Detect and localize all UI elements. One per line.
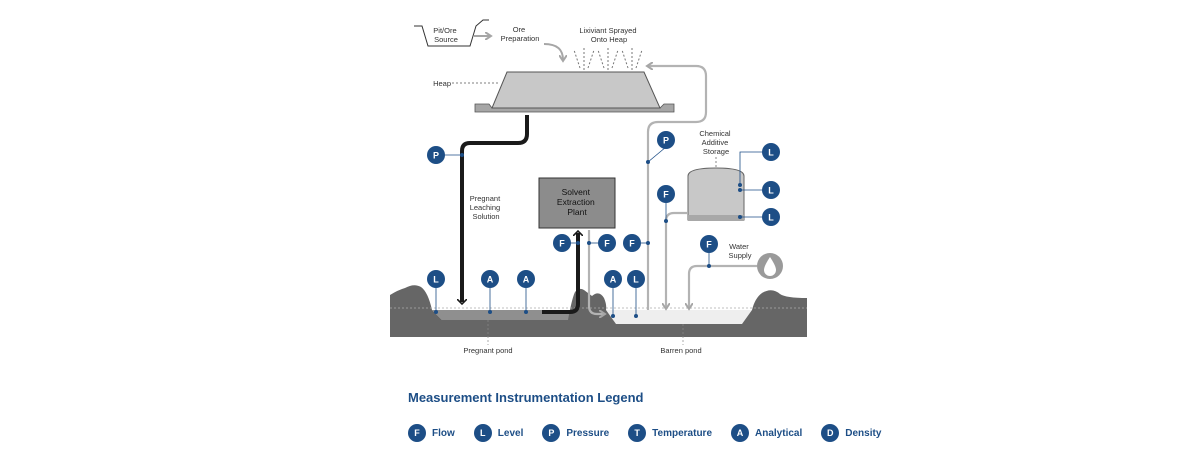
barren-pond-water [606,310,752,324]
svg-text:A: A [610,275,617,285]
arrow-to-heap [543,43,563,60]
legend: F Flow L Level P Pressure T Temperature … [408,424,900,442]
sx-plant-label: Solvent Extraction Plant [557,187,597,217]
instrument-badge-level-chem-bottom: L [762,208,780,226]
svg-text:L: L [433,275,439,285]
svg-text:A: A [523,275,530,285]
instrument-badge-flow-chemical: F [657,185,675,203]
lixiviant-label: Lixiviant Sprayed Onto Heap [579,26,638,44]
svg-text:L: L [633,275,639,285]
chemical-tank-base [688,215,744,221]
svg-text:P: P [663,136,669,146]
sprayer-nozzles [573,48,643,70]
legend-badge-density: D [821,424,840,442]
sx-plant-box [538,177,616,229]
chemical-tank [687,167,745,221]
water-supply-pipe [689,264,757,308]
heap-body [491,71,661,109]
svg-text:F: F [706,240,712,250]
legend-label-analytical: Analytical [755,427,803,439]
instrument-badge-pressure-return: P [657,131,675,149]
instrument-leaders [435,146,763,316]
ground [390,285,807,337]
svg-text:L: L [768,148,774,158]
legend-label-pressure: Pressure [566,427,610,439]
legend-badge-analytical: A [731,424,750,442]
legend-badge-temperature: T [628,424,647,442]
sx-to-barren-pipe [587,230,604,314]
ore-preparation-label: Ore Preparation [501,25,540,43]
barren-pond-label: Barren pond [660,346,701,355]
legend-item-density: D Density [821,424,881,442]
water-supply-label: Water Supply [729,242,752,260]
chemical-feed-pipe [666,211,688,308]
instrument-tap-points [434,153,742,318]
pregnant-pond-water [432,310,578,320]
legend-badge-flow: F [408,424,426,442]
pregnant-solution-label: Pregnant Leaching Solution [470,194,503,221]
legend-badge-level: L [473,424,492,442]
instrument-badge-level-barren: L [627,270,645,288]
instrument-badge-level-pregnant-pond: L [427,270,445,288]
svg-text:L: L [768,213,774,223]
instrument-badge-level-chem-top: L [762,143,780,161]
instrument-badge-flow-water: F [700,235,718,253]
svg-text:F: F [559,239,565,249]
instrument-badge-flow-sx-left: F [553,234,571,252]
pregnant-leach-pipe [462,115,529,302]
barren-return-pipe [648,66,708,310]
legend-title: Measurement Instrumentation Legend [408,390,644,405]
pit-ore-source-outline [414,19,489,47]
pregnant-pond-label: Pregnant pond [463,346,512,355]
svg-text:F: F [663,190,669,200]
heap-label: Heap [433,79,451,88]
instrument-badge-flow-sx-right: F [598,234,616,252]
pond-leaders [487,320,684,345]
legend-badge-pressure: P [542,424,561,442]
svg-text:A: A [487,275,494,285]
legend-item-flow: F Flow [408,424,455,442]
legend-label-density: Density [845,427,882,439]
legend-item-analytical: A Analytical [731,424,802,442]
instrument-badge-level-chem-mid: L [762,181,780,199]
legend-item-temperature: T Temperature [628,424,712,442]
pit-ore-source-label: Pit/Ore Source [433,26,458,44]
instrument-badge-pressure-pregnant: P [427,146,445,164]
instrument-badge-analytical-pregnant-1: A [481,270,499,288]
chemical-storage-label: Chemical Additive Storage [699,129,732,156]
legend-label-temperature: Temperature [652,427,713,439]
legend-item-pressure: P Pressure [542,424,609,442]
svg-text:P: P [433,151,439,161]
legend-label-level: Level [497,427,524,439]
svg-text:F: F [629,239,635,249]
pregnant-to-sx-pipe [542,233,578,314]
svg-text:F: F [604,239,610,249]
instrument-badge-analytical-pregnant-2: A [517,270,535,288]
legend-label-flow: Flow [432,427,455,439]
svg-text:L: L [768,186,774,196]
legend-item-level: L Level [473,424,524,442]
water-drop-icon [764,257,776,276]
instrument-badge-analytical-barren: A [604,270,622,288]
instrument-badge-flow-return: F [623,234,641,252]
